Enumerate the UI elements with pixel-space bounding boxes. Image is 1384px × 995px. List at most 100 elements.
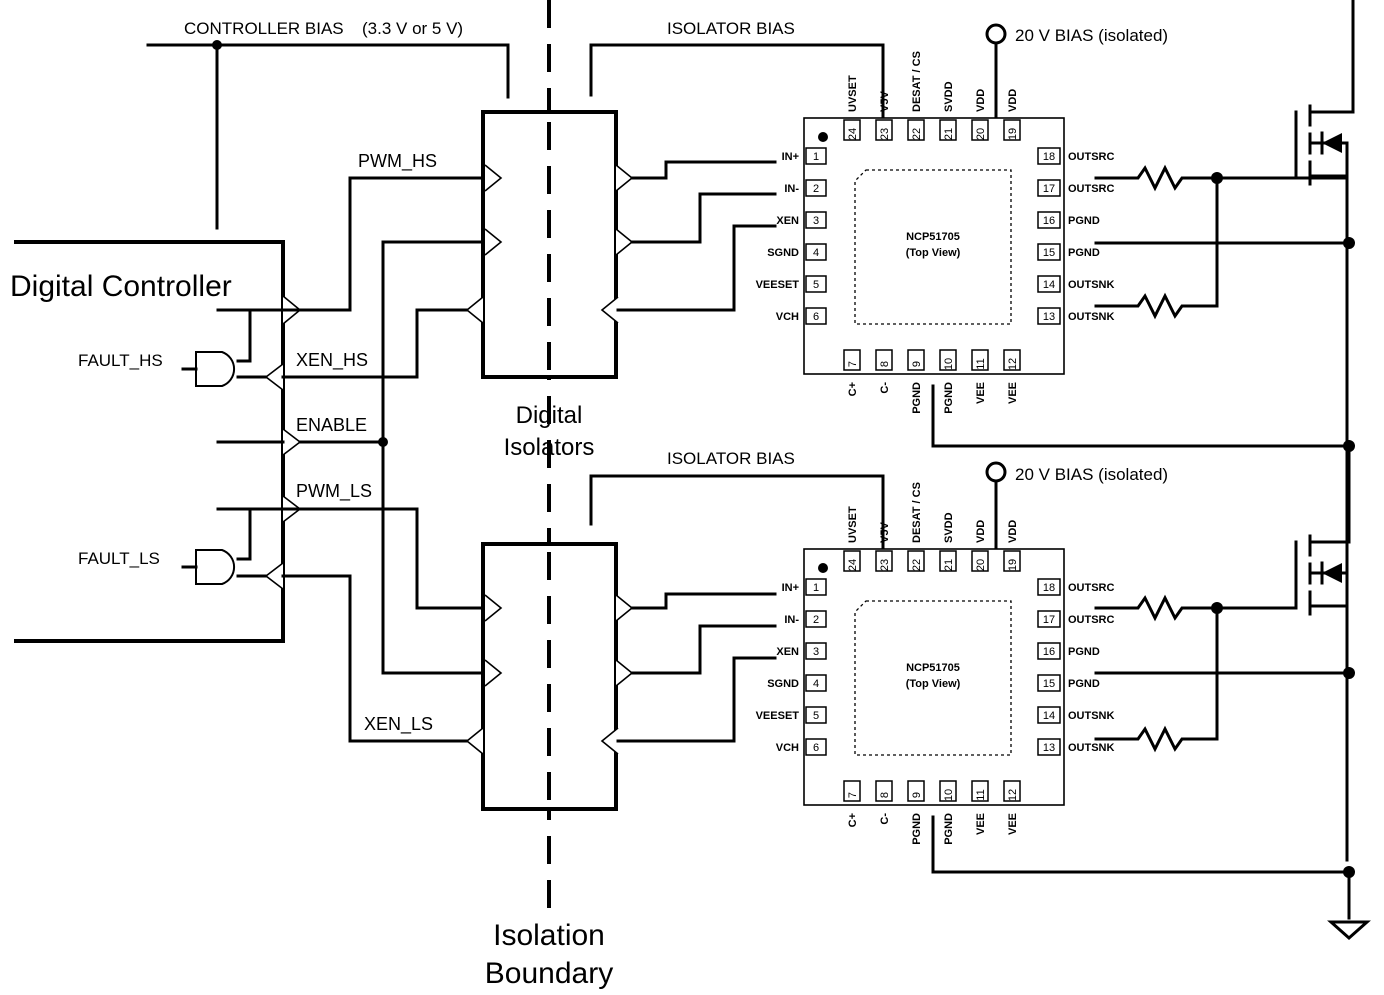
- pin-number: 7: [847, 792, 859, 798]
- pin-box: [805, 738, 827, 756]
- pin-number: 11: [975, 789, 987, 800]
- controller-bias-range: (3.3 V or 5 V): [362, 19, 463, 38]
- pin-box: [1037, 243, 1061, 261]
- pin-label: SVDD: [943, 512, 955, 543]
- exposed-pad: [854, 169, 1012, 325]
- wire: [616, 656, 777, 743]
- enable-wire: [298, 240, 487, 444]
- and-gate-fault-hs: [195, 351, 236, 387]
- pin-box: [843, 349, 861, 371]
- junction-dot: [1343, 237, 1355, 249]
- pin-box: [971, 119, 989, 141]
- pwm-hs-wire: [298, 176, 487, 312]
- pin-number: 23: [879, 559, 891, 571]
- port-arrow: [484, 594, 503, 622]
- pin-label: C+: [847, 382, 859, 396]
- pin-box: [1037, 307, 1061, 325]
- wire: [236, 308, 302, 363]
- isolator-bias-wire-top: [589, 43, 885, 120]
- controller-bias-label: CONTROLLER BIAS: [184, 19, 344, 38]
- pin-label: UVSET: [847, 506, 859, 543]
- port-arrow: [615, 594, 634, 622]
- chip-view-label: (Top View): [906, 247, 961, 259]
- pin-number: 1: [813, 151, 819, 163]
- pin-number: 3: [813, 215, 819, 227]
- pin-box: [805, 179, 827, 197]
- pin-box: [805, 211, 827, 229]
- pin-box: [1037, 211, 1061, 229]
- junction-dot: [1211, 172, 1223, 184]
- pin-box: [843, 550, 861, 572]
- pin-number: 18: [1043, 582, 1055, 594]
- pin-label: PGND: [911, 382, 923, 414]
- chip-body: [803, 117, 1065, 375]
- pin-number: 16: [1043, 215, 1055, 227]
- pin-box: [1037, 674, 1061, 692]
- port-arrow: [465, 296, 484, 324]
- xen-hs-wire: [281, 308, 472, 379]
- pin-box: [1003, 119, 1021, 141]
- pin-label: OUTSRC: [1068, 183, 1115, 195]
- pin-box: [1037, 179, 1061, 197]
- pin-number: 4: [813, 678, 819, 690]
- xen-hs-label: XEN_HS: [296, 350, 368, 371]
- pin-number: 5: [813, 279, 819, 291]
- pin-label: IN+: [782, 151, 799, 163]
- pin-box: [875, 119, 893, 141]
- pin-number: 13: [1043, 742, 1055, 754]
- pin-label: VEE: [975, 813, 987, 835]
- pin-number: 18: [1043, 151, 1055, 163]
- pin-label: VDD: [1007, 89, 1019, 112]
- pin-box: [1037, 642, 1061, 660]
- pin-box: [907, 119, 925, 141]
- pin-number: 14: [1043, 710, 1055, 722]
- port-arrow: [264, 363, 284, 391]
- pin-label: VDD: [1007, 520, 1019, 543]
- pin-label: OUTSNK: [1068, 311, 1115, 323]
- pin-label: VEESET: [756, 279, 800, 291]
- pin-box: [805, 642, 827, 660]
- pin-label: OUTSRC: [1068, 614, 1115, 626]
- isolator-box-bottom: [481, 542, 618, 811]
- wire: [630, 624, 777, 675]
- pin-number: 3: [813, 646, 819, 658]
- pwm-hs-label: PWM_HS: [358, 151, 437, 172]
- pin-label: UVSET: [847, 75, 859, 112]
- pin-number: 5: [813, 710, 819, 722]
- pin-box: [875, 349, 893, 371]
- pin-label: VEE: [1007, 813, 1019, 835]
- pin-label: VEESET: [756, 710, 800, 722]
- digital-isolators-label-1: Digital: [516, 402, 583, 429]
- pin-label: IN-: [784, 614, 799, 626]
- pin-box: [907, 550, 925, 572]
- pin-label: VEE: [975, 382, 987, 404]
- pin-box: [805, 307, 827, 325]
- pin-box: [939, 780, 957, 802]
- pgnd-return-bottom: [931, 815, 1351, 874]
- pin-label: IN-: [784, 183, 799, 195]
- pin-box: [971, 780, 989, 802]
- pin-number: 4: [813, 247, 819, 259]
- pin-label: VCH: [776, 742, 799, 754]
- wire: [630, 592, 777, 610]
- pin-box: [805, 147, 827, 165]
- exposed-pad: [854, 600, 1012, 756]
- isolator-bias-label-bottom: ISOLATOR BIAS: [667, 449, 795, 468]
- and-gate-fault-ls: [195, 549, 236, 585]
- pin-label: OUTSNK: [1068, 742, 1115, 754]
- isolator-bias-label-top: ISOLATOR BIAS: [667, 19, 795, 38]
- pin-box: [1003, 780, 1021, 802]
- isolator-bias-wire-bottom: [589, 474, 885, 550]
- pin-label: SVDD: [943, 81, 955, 112]
- pin-box: [805, 243, 827, 261]
- pin-label: XEN: [776, 215, 799, 227]
- pin-number: 20: [975, 128, 987, 140]
- enable-wire-ls: [381, 440, 487, 675]
- pin-label: OUTSRC: [1068, 582, 1115, 594]
- pin-box: [843, 780, 861, 802]
- wire: [616, 224, 777, 312]
- junction-dot: [1343, 667, 1355, 679]
- pin-number: 8: [879, 792, 891, 798]
- pin-label: OUTSRC: [1068, 151, 1115, 163]
- pin-label: VCH: [776, 311, 799, 323]
